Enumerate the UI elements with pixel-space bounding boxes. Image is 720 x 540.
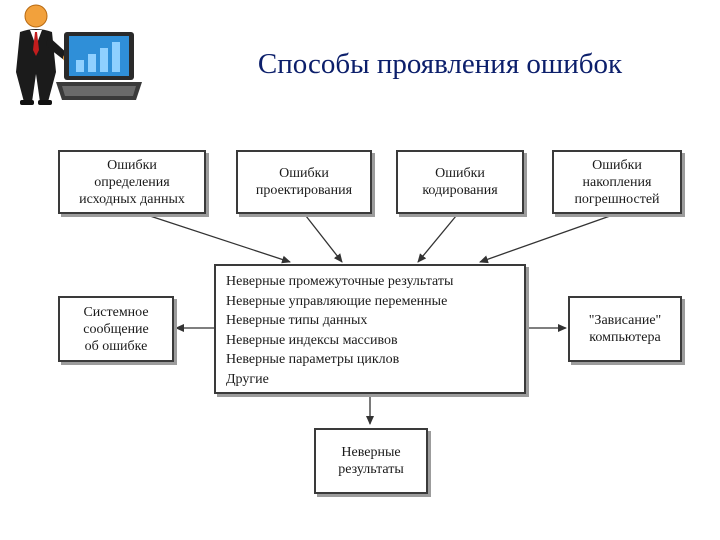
- businessman-with-laptop-icon: [16, 4, 142, 105]
- system-error-message-box: Системное сообщение об ошибке: [58, 296, 174, 362]
- manifestation-item: Неверные индексы массивов: [226, 332, 398, 348]
- result-box-line: сообщение: [83, 321, 149, 337]
- source-box-accumulation-errors: Ошибки накопления погрешностей: [552, 150, 682, 214]
- source-box-coding-errors: Ошибки кодирования: [396, 150, 524, 214]
- source-box-line: погрешностей: [574, 191, 660, 207]
- source-box-line: накопления: [582, 174, 652, 190]
- source-box-input-data-errors: Ошибки определения исходных данных: [58, 150, 206, 214]
- source-box-line: кодирования: [422, 183, 498, 198]
- wrong-results-box: Неверные результаты: [314, 428, 428, 494]
- source-box-line: проектирования: [255, 183, 353, 198]
- result-box-line: об ошибке: [84, 338, 148, 354]
- source-box-line: определения: [94, 174, 170, 190]
- source-box-line: Ошибки: [435, 166, 485, 181]
- result-box-line: "Зависание": [588, 313, 662, 328]
- manifestation-item: Другие: [226, 371, 269, 387]
- manifestation-item: Неверные управляющие переменные: [226, 293, 448, 309]
- arrow-source-2: [305, 215, 343, 263]
- error-manifestations-box: Неверные промежуточные результаты Неверн…: [214, 264, 526, 394]
- manifestation-item: Неверные типы данных: [226, 313, 368, 328]
- source-box-line: Ошибки: [279, 166, 329, 181]
- computer-hang-box: "Зависание" компьютера: [568, 296, 682, 362]
- result-box-line: компьютера: [589, 330, 661, 345]
- source-box-line: Ошибки: [592, 157, 642, 173]
- result-box-line: результаты: [338, 462, 404, 477]
- source-box-line: Ошибки: [107, 157, 157, 173]
- source-box-design-errors: Ошибки проектирования: [236, 150, 372, 214]
- result-box-line: Системное: [83, 304, 149, 320]
- arrow-source-1: [149, 215, 291, 264]
- source-box-line: исходных данных: [79, 191, 185, 207]
- slide-title: Способы проявления ошибок: [257, 48, 623, 80]
- arrow-source-3: [417, 215, 457, 263]
- manifestation-item: Неверные параметры циклов: [226, 352, 400, 367]
- manifestation-item: Неверные промежуточные результаты: [226, 274, 454, 289]
- arrow-source-4: [479, 215, 611, 264]
- result-box-line: Неверные: [341, 445, 401, 460]
